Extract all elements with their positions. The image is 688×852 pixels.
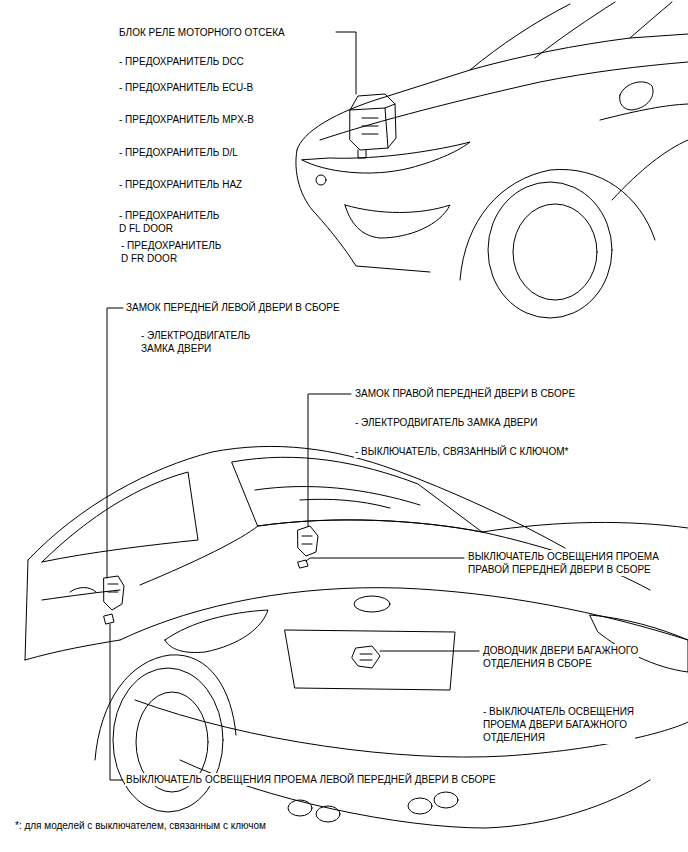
part-label: - ПРЕДОХРАНИТЕЛЬ ECU-B [118,81,254,94]
trunk-lid-closer [352,646,380,668]
front-car-wheel [488,182,612,318]
rear-car-side [25,560,120,660]
leader-line [308,394,351,526]
part-label: ВЫКЛЮЧАТЕЛЬ ОСВЕЩЕНИЯ ПРОЕМА ПРАВОЙ ПЕРЕ… [467,550,660,576]
part-label: ЗАМОК ПЕРЕДНЕЙ ЛЕВОЙ ДВЕРИ В СБОРЕ [125,301,341,314]
rear-car-exhaust [288,800,312,816]
rear-car-left-taillight [165,610,268,653]
engine-relay-block [350,94,396,158]
part-label: БЛОК РЕЛЕ МОТОРНОГО ОТСЕКА [118,26,286,39]
left-courtesy-switch [104,614,114,624]
rear-car-fender [95,655,236,760]
part-label: *: для моделей с выключателем, связанным… [14,819,267,832]
leader-line [336,32,356,94]
rear-car-rear-panel [120,588,688,640]
part-label: - ПРЕДОХРАНИТЕЛЬ HAZ [118,178,243,191]
front-car-hood-line [320,62,688,140]
part-label: - ПРЕДОХРАНИТЕЛЬ D FL DOOR [118,209,220,235]
right-door-lock [298,526,318,556]
front-car-side [600,104,688,200]
part-label: - ПРЕДОХРАНИТЕЛЬ DCC [118,55,245,68]
rear-car-exhaust [316,806,340,822]
rear-car-door-handle [70,588,96,593]
rear-car-wheel [113,668,223,812]
rear-car-side-window [42,472,198,562]
leader-line [306,558,464,561]
rear-car-diffuser [180,760,650,828]
front-car-foglight [316,175,326,185]
rear-car-exhaust [434,792,458,808]
part-label: - ЭЛЕКТРОДВИГАТЕЛЬ ЗАМКА ДВЕРИ [140,329,251,355]
rear-car-rear-window-lines [255,486,420,508]
rear-car-deck [140,522,688,585]
leader-line [380,651,479,652]
left-door-lock [104,576,124,610]
part-label: - ПРЕДОХРАНИТЕЛЬ MPX-B [118,113,255,126]
front-car-mirror [620,82,653,110]
part-label: - ЭЛЕКТРОДВИГАТЕЛЬ ЗАМКА ДВЕРИ [354,416,538,429]
front-car-grille [345,205,450,238]
rear-car-rear-window [232,457,482,532]
part-label: - ВЫКЛЮЧАТЕЛЬ, СВЯЗАННЫЙ С КЛЮЧОМ* [354,445,569,458]
front-car-headlight [302,142,470,173]
front-car-windshield [470,2,672,70]
part-label: ЗАМОК ПРАВОЙ ПЕРЕДНЕЙ ДВЕРИ В СБОРЕ [354,387,576,400]
front-car-wheel-rim [513,204,597,300]
rear-car-emblem [354,596,390,612]
rear-car-plate-area [285,630,455,690]
part-label: ДОВОДЧИК ДВЕРИ БАГАЖНОГО ОТДЕЛЕНИЯ В СБО… [482,644,639,670]
rear-car-exhaust [408,798,432,814]
part-label: - ПРЕДОХРАНИТЕЛЬ D/L [118,146,239,159]
part-label: ВЫКЛЮЧАТЕЛЬ ОСВЕЩЕНИЯ ПРОЕМА ЛЕВОЙ ПЕРЕД… [125,773,497,786]
leader-line [110,624,123,780]
rear-car-roof [28,446,565,560]
part-label: - ВЫКЛЮЧАТЕЛЬ ОСВЕЩЕНИЯ ПРОЕМА ДВЕРИ БАГ… [482,705,635,744]
part-label: - ПРЕДОХРАНИТЕЛЬ D FR DOOR [120,239,222,265]
leader-line [107,308,123,578]
